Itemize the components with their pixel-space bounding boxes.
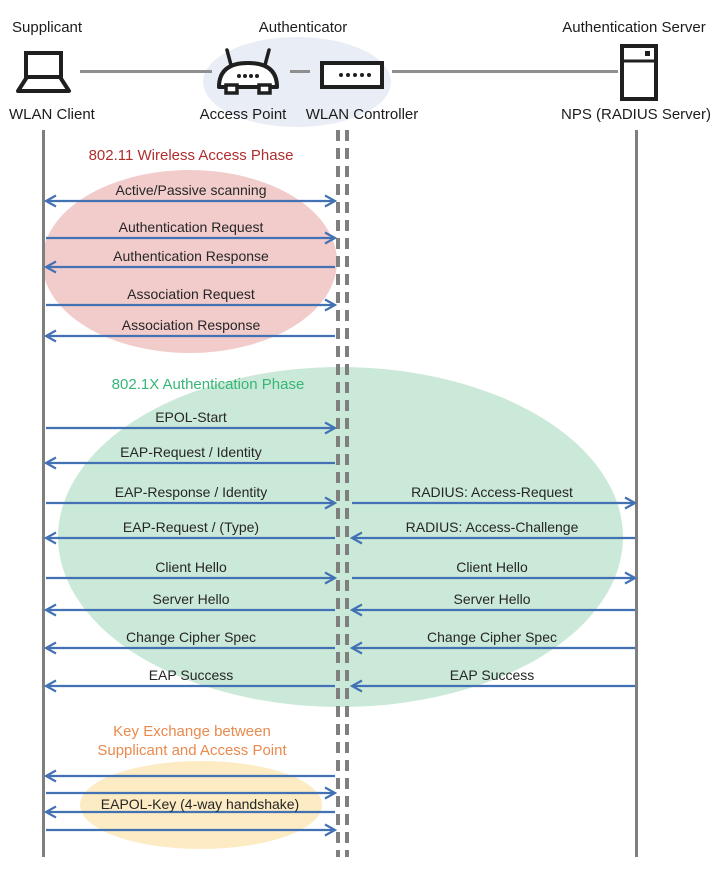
msg-radius-access-challenge: RADIUS: Access-Challenge (405, 519, 579, 535)
msg-eap-request-identity: EAP-Request / Identity (120, 444, 262, 460)
msg-change-cipher-spec-left: Change Cipher Spec (126, 629, 256, 645)
lifeline-wlan-controller-inner (345, 130, 349, 857)
msg-eap-response-identity: EAP-Response / Identity (114, 484, 268, 500)
connector-client-to-ap (80, 70, 212, 73)
lifeline-supplicant (42, 130, 45, 857)
arrow-eap-response-identity (44, 495, 337, 511)
arrow-eapol-key-2 (44, 785, 337, 801)
label-wlan-controller: WLAN Controller (305, 106, 419, 123)
arrow-eapol-key-4 (44, 822, 337, 838)
role-supplicant: Supplicant (12, 19, 83, 36)
label-access-point: Access Point (199, 106, 287, 123)
arrow-server-hello-left (44, 602, 337, 618)
arrow-eapol-key-3 (44, 804, 337, 820)
connector-controller-to-server (392, 70, 618, 73)
arrow-association-request (44, 297, 337, 313)
msg-eap-success-right: EAP Success (449, 667, 535, 683)
phase-title-key-exchange-line1: Key Exchange between (113, 723, 271, 740)
msg-epol-start: EPOL-Start (155, 409, 227, 425)
label-wlan-client: WLAN Client (9, 106, 95, 123)
phase-title-key-exchange-line2: Supplicant and Access Point (97, 742, 287, 759)
arrow-change-cipher-spec-left (44, 640, 337, 656)
msg-eap-success-left: EAP Success (148, 667, 234, 683)
msg-authentication-request: Authentication Request (118, 219, 264, 235)
arrow-server-hello-right (350, 602, 637, 618)
arrow-eap-request-identity (44, 455, 337, 471)
arrow-authentication-request (44, 230, 337, 246)
arrow-eap-success-right (350, 678, 637, 694)
msg-authentication-response: Authentication Response (113, 248, 269, 264)
msg-active-passive-scanning: Active/Passive scanning (115, 182, 267, 198)
msg-association-request: Association Request (127, 286, 255, 302)
arrow-client-hello-left (44, 570, 337, 586)
phase-title-authentication: 802.1X Authentication Phase (111, 376, 305, 393)
arrow-radius-access-challenge (350, 530, 637, 546)
arrow-client-hello-right (350, 570, 637, 586)
phase-title-wireless-access: 802.11 Wireless Access Phase (88, 147, 294, 164)
role-authenticator: Authenticator (258, 19, 348, 36)
laptop-icon (16, 51, 71, 93)
arrow-change-cipher-spec-right (350, 640, 637, 656)
msg-eapol-key-handshake: EAPOL-Key (4-way handshake) (100, 796, 300, 812)
msg-client-hello-right: Client Hello (456, 559, 528, 575)
msg-association-response: Association Response (121, 317, 261, 333)
msg-radius-access-request: RADIUS: Access-Request (411, 484, 573, 500)
phase-title-key-exchange: Key Exchange between Supplicant and Acce… (97, 722, 286, 760)
role-authentication-server: Authentication Server (562, 19, 706, 36)
arrow-eapol-key-1 (44, 768, 337, 784)
arrow-eap-request-type (44, 530, 337, 546)
access-point-icon (217, 48, 279, 95)
connector-ap-to-controller (290, 70, 310, 73)
arrow-radius-access-request (350, 495, 637, 511)
arrow-eap-success-left (44, 678, 337, 694)
msg-server-hello-left: Server Hello (152, 591, 230, 607)
arrow-active-passive-scanning (44, 193, 337, 209)
msg-change-cipher-spec-right: Change Cipher Spec (427, 629, 557, 645)
wlan-controller-icon (320, 61, 384, 89)
msg-client-hello-left: Client Hello (155, 559, 227, 575)
msg-eap-request-type: EAP-Request / (Type) (122, 519, 260, 535)
arrow-authentication-response (44, 259, 337, 275)
label-nps-radius-server: NPS (RADIUS Server) (560, 106, 712, 123)
lifeline-auth-server (635, 130, 638, 857)
arrow-association-response (44, 328, 337, 344)
server-icon (620, 44, 658, 101)
msg-server-hello-right: Server Hello (453, 591, 531, 607)
lifeline-wlan-controller-outer (336, 130, 340, 857)
arrow-epol-start (44, 420, 337, 436)
